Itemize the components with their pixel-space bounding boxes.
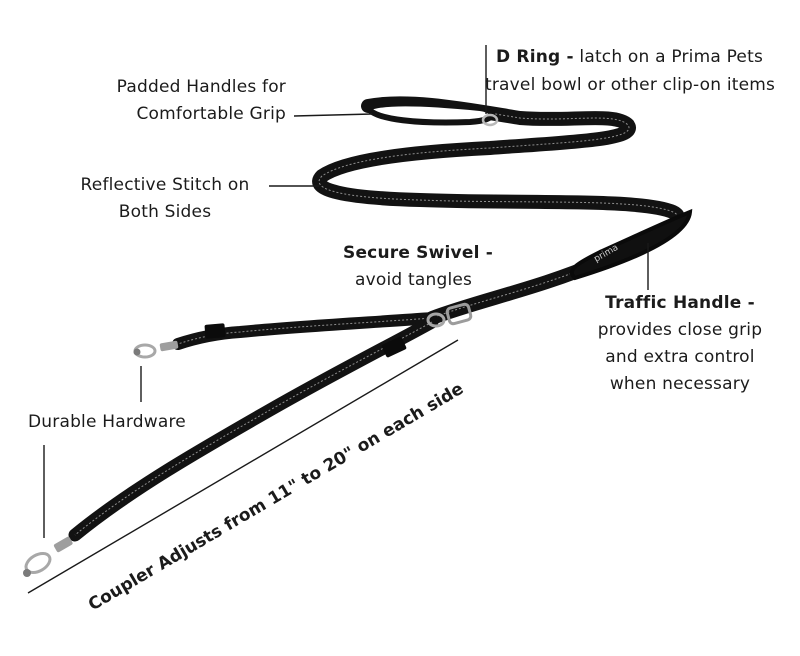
label-reflective-stitch-line2: Both Sides	[118, 202, 212, 222]
label-reflective-stitch-line1: Reflective Stitch on	[80, 175, 250, 195]
coupler-strap-short-stitch	[177, 317, 433, 345]
label-padded-handles-line1: Padded Handles for	[116, 77, 286, 97]
snap-hook-lower	[23, 536, 73, 577]
hardware	[23, 113, 499, 577]
label-traffic-handle-line1: provides close grip	[597, 320, 763, 340]
label-traffic-handle-line2: and extra control	[605, 347, 755, 367]
label-secure-swivel-line2: avoid tangles	[355, 270, 473, 290]
label-traffic-handle-title: Traffic Handle -	[605, 293, 755, 313]
snap-hook-upper	[133, 340, 179, 359]
strap-slider	[381, 336, 407, 358]
label-secure-swivel: Secure Swivel - avoid tangles	[343, 240, 493, 294]
d-ring	[481, 113, 499, 127]
reflective-stitch-main	[318, 102, 679, 319]
swivel-ring	[426, 312, 446, 328]
label-padded-handles-line2: Comfortable Grip	[136, 104, 286, 124]
label-reflective-stitch: Reflective Stitch on Both Sides	[70, 172, 260, 226]
leader-padded-handles	[293, 113, 373, 117]
label-d-ring-line2: travel bowl or other clip-on items	[485, 75, 776, 95]
label-d-ring-title: D Ring -	[496, 47, 574, 67]
traffic-handle-padding	[569, 208, 693, 281]
secure-swivel	[445, 302, 473, 326]
strap-slider	[204, 323, 226, 339]
label-d-ring: D Ring - latch on a Prima Pets	[496, 44, 763, 71]
label-secure-swivel-title: Secure Swivel -	[343, 243, 493, 263]
label-traffic-handle: Traffic Handle - provides close grip and…	[590, 290, 770, 398]
label-padded-handles: Padded Handles for Comfortable Grip	[96, 74, 286, 128]
leader-lines	[27, 45, 649, 594]
label-traffic-handle-line3: when necessary	[609, 374, 751, 394]
leash	[68, 96, 693, 542]
label-durable-hardware: Durable Hardware	[28, 412, 186, 432]
coupler-strap-long-stitch	[74, 321, 433, 536]
padded-handle-inner	[363, 100, 495, 126]
coupler-measure-line	[27, 339, 459, 594]
label-d-ring-rest: latch on a Prima Pets	[579, 47, 764, 67]
